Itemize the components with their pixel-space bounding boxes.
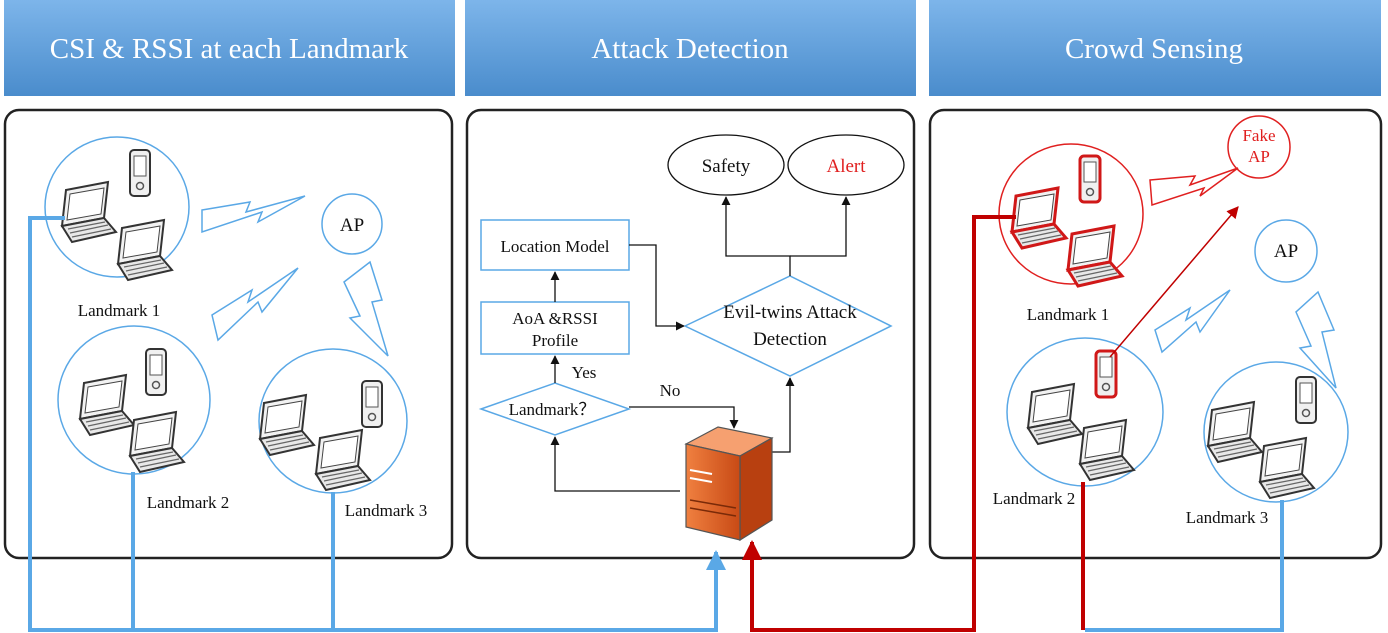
laptop-icon <box>1027 383 1083 445</box>
ap-circle <box>321 193 383 255</box>
no-label: No <box>660 381 681 400</box>
landmark-decision-label: Landmark？ <box>509 400 596 419</box>
server-icon <box>684 426 774 542</box>
phone-icon <box>129 149 151 197</box>
location-model-box <box>480 219 630 271</box>
fake-ap-circle <box>1227 115 1291 179</box>
landmark1-label: Landmark 1 <box>78 301 161 320</box>
signal-icon <box>1295 290 1337 389</box>
landmark-decision-diamond <box>478 382 632 436</box>
alert-node <box>787 134 905 196</box>
safety-label: Safety <box>702 156 751 177</box>
yes-label: Yes <box>572 363 597 382</box>
panel-middle <box>465 108 916 560</box>
header-middle: Attack Detection <box>465 0 916 96</box>
fake-ap-line2: AP <box>1248 147 1270 166</box>
landmark1-circle <box>998 143 1144 285</box>
ap-circle <box>1254 219 1318 283</box>
header-left-title: CSI & RSSI at each Landmark <box>50 33 409 65</box>
arrow-to-safety <box>721 196 791 276</box>
laptop-icon <box>259 394 315 456</box>
laptop-icon <box>79 374 135 436</box>
evil-twins-line1: Evil-twins Attack <box>723 302 857 323</box>
panel-right <box>928 108 1383 560</box>
signal-icon <box>343 260 389 357</box>
landmark1-label: Landmark 1 <box>1027 305 1110 324</box>
laptop-icon <box>1259 437 1315 499</box>
fake-ap-line1: Fake <box>1242 126 1275 145</box>
phone-icon <box>1078 154 1102 204</box>
red-data-connectors <box>742 215 1085 632</box>
ap-label: AP <box>340 215 364 236</box>
phone-icon <box>1094 349 1118 399</box>
signal-icon <box>201 195 306 234</box>
header-left: CSI & RSSI at each Landmark <box>4 0 455 96</box>
fake-ap-connection-arrow <box>1109 206 1239 358</box>
landmark3-label: Landmark 3 <box>1186 508 1269 527</box>
ap-label: AP <box>1274 241 1298 262</box>
landmark1-circle <box>44 136 190 278</box>
header-middle-title: Attack Detection <box>591 33 789 65</box>
laptop-icon <box>1079 419 1135 481</box>
landmark3-label: Landmark 3 <box>345 501 428 520</box>
laptop-icon <box>61 181 117 243</box>
arrow-server-to-landmark <box>550 436 680 492</box>
laptop-icon <box>1010 186 1068 250</box>
phone-icon <box>1295 376 1317 424</box>
arrow-server-to-detection <box>772 377 795 453</box>
aoa-rssi-box <box>480 301 630 355</box>
evil-twins-line2: Detection <box>753 329 827 350</box>
evil-twins-diamond <box>683 275 893 377</box>
laptop-icon <box>1207 401 1263 463</box>
landmark2-label: Landmark 2 <box>147 493 230 512</box>
laptop-icon <box>1066 224 1124 288</box>
phone-icon <box>145 348 167 396</box>
signal-icon <box>211 267 299 342</box>
signal-icon <box>1149 167 1239 207</box>
header-right: Crowd Sensing <box>929 0 1381 96</box>
aoa-rssi-line1: AoA &RSSI <box>512 309 598 328</box>
phone-icon <box>361 380 383 428</box>
arrow-location-to-detection <box>629 244 685 331</box>
landmark2-label: Landmark 2 <box>993 489 1076 508</box>
laptop-icon <box>315 429 371 491</box>
arrow-to-alert <box>790 196 851 257</box>
header-right-title: Crowd Sensing <box>1065 33 1243 65</box>
laptop-icon <box>129 411 185 473</box>
laptop-icon <box>117 219 173 281</box>
signal-icon <box>1154 289 1231 354</box>
arrow-landmark-no <box>629 406 739 429</box>
safety-node <box>667 134 785 196</box>
alert-label: Alert <box>826 156 866 177</box>
location-model-label: Location Model <box>500 237 609 256</box>
landmark3-circle <box>1203 361 1349 503</box>
panel-left <box>3 108 454 560</box>
blue-data-connectors <box>28 216 1284 632</box>
aoa-rssi-line2: Profile <box>532 331 578 350</box>
